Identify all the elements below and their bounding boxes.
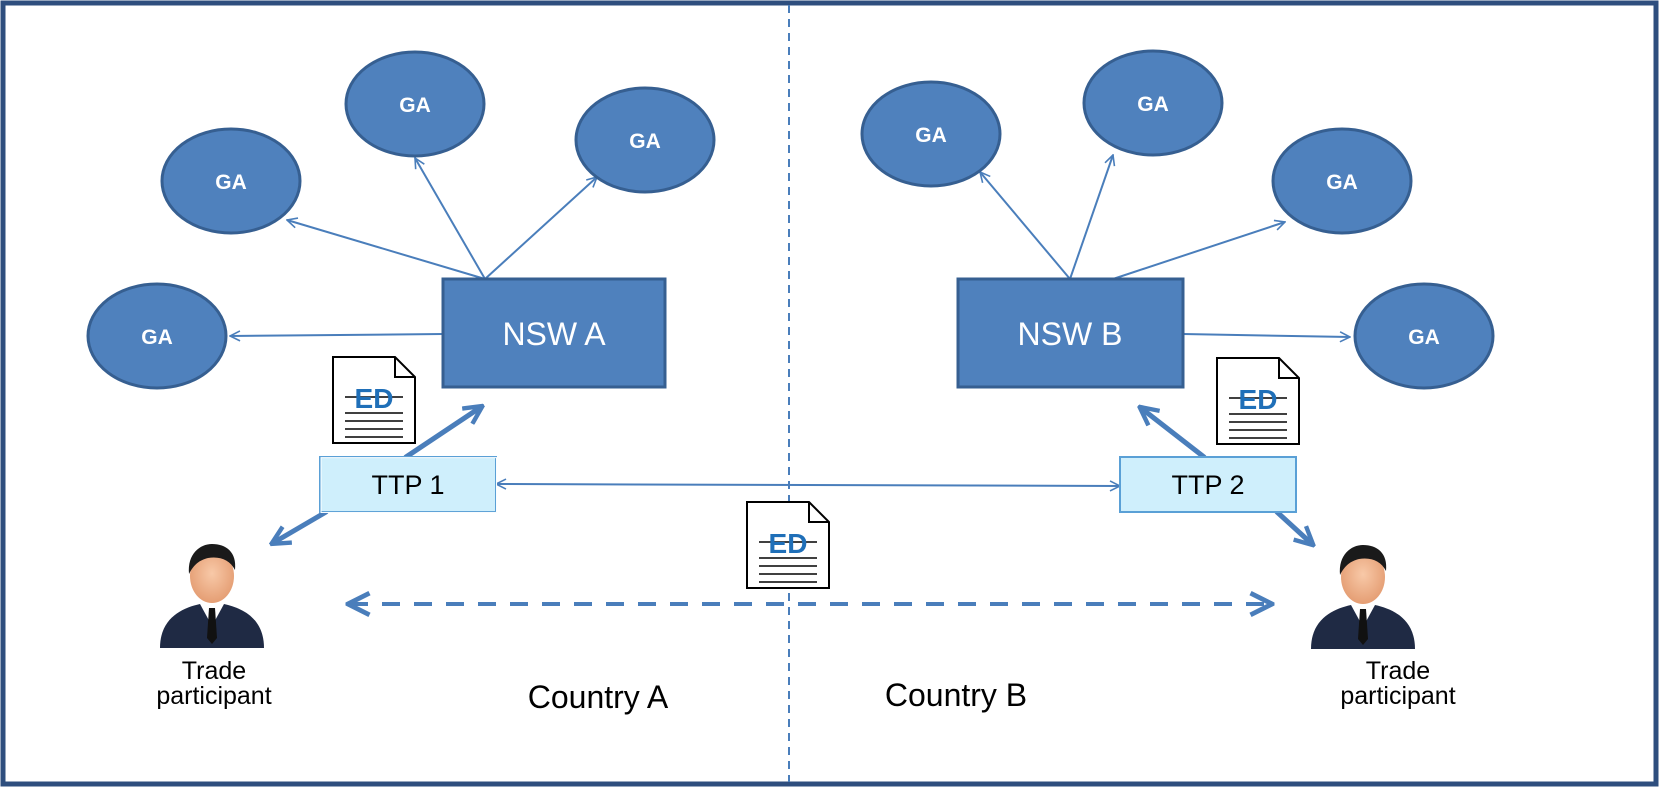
participant-a-label-line1: Trade (182, 657, 246, 685)
nsw-b-arrows (980, 155, 1350, 337)
ttp2-node: TTP 2 (1119, 456, 1297, 513)
ga-label: GA (1326, 171, 1358, 194)
ttp-arrows (273, 407, 1312, 544)
arrow-ttp1-ttp2 (496, 484, 1120, 486)
arrow-ttp1-nsw-a (403, 407, 481, 460)
ttp1-node: TTP 1 (319, 456, 498, 513)
ttp2-label: TTP 2 (1171, 470, 1244, 500)
ga-node: GA (1271, 127, 1413, 235)
ga-label: GA (1137, 93, 1169, 116)
ed-label: ED (1239, 384, 1278, 415)
ga-node: GA (1082, 49, 1224, 157)
nsw-a-arrows (230, 158, 597, 336)
arrow-nsw-b-ga-4 (1182, 334, 1350, 337)
nsw-a-label: NSW A (502, 316, 606, 352)
arrow-nsw-b-ga-3 (1112, 222, 1285, 280)
ed-document-icon: ED (1216, 357, 1300, 445)
ttp1-label: TTP 1 (371, 470, 444, 500)
ed-label: ED (355, 383, 394, 414)
participant-b-label-line1: Trade (1366, 657, 1430, 685)
nsw-b-label: NSW B (1018, 316, 1123, 352)
arrow-ttp2-nsw-b (1141, 408, 1207, 460)
trade-participant-icon (1311, 545, 1415, 649)
arrow-nsw-b-ga-2 (1069, 155, 1113, 280)
ga-label: GA (915, 124, 947, 147)
ga-node: GA (860, 80, 1002, 188)
ga-label: GA (1408, 326, 1440, 349)
arrow-nsw-b-ga-1 (980, 172, 1071, 280)
ed-document-icon: ED (332, 356, 416, 444)
trade-participant-icon (160, 544, 264, 648)
arrow-ttp1-participant (273, 509, 329, 543)
ga-node: GA (344, 50, 486, 158)
ga-node: GA (574, 86, 716, 194)
ed-document-icon: ED (746, 501, 830, 589)
arrow-nsw-a-ga-1 (230, 334, 444, 336)
ed-label: ED (769, 528, 808, 559)
arrow-ttp2-participant (1274, 509, 1312, 544)
ga-node: GA (1353, 282, 1495, 390)
ga-label: GA (629, 130, 661, 153)
ga-label: GA (215, 171, 247, 194)
arrow-nsw-a-ga-3 (415, 158, 486, 280)
participant-b-label-line2: participant (1340, 682, 1455, 710)
ga-label: GA (399, 94, 431, 117)
country-b-label: Country B (885, 677, 1027, 713)
nsw-a-node: NSW A (441, 277, 667, 389)
nsw-b-node: NSW B (956, 277, 1185, 389)
ga-node: GA (86, 282, 228, 390)
ga-node: GA (160, 127, 302, 235)
arrow-nsw-a-ga-2 (287, 220, 486, 280)
arrow-nsw-a-ga-4 (484, 177, 597, 280)
ga-label: GA (141, 326, 173, 349)
participant-a-label-line2: participant (156, 682, 271, 710)
country-a-label: Country A (528, 679, 669, 715)
